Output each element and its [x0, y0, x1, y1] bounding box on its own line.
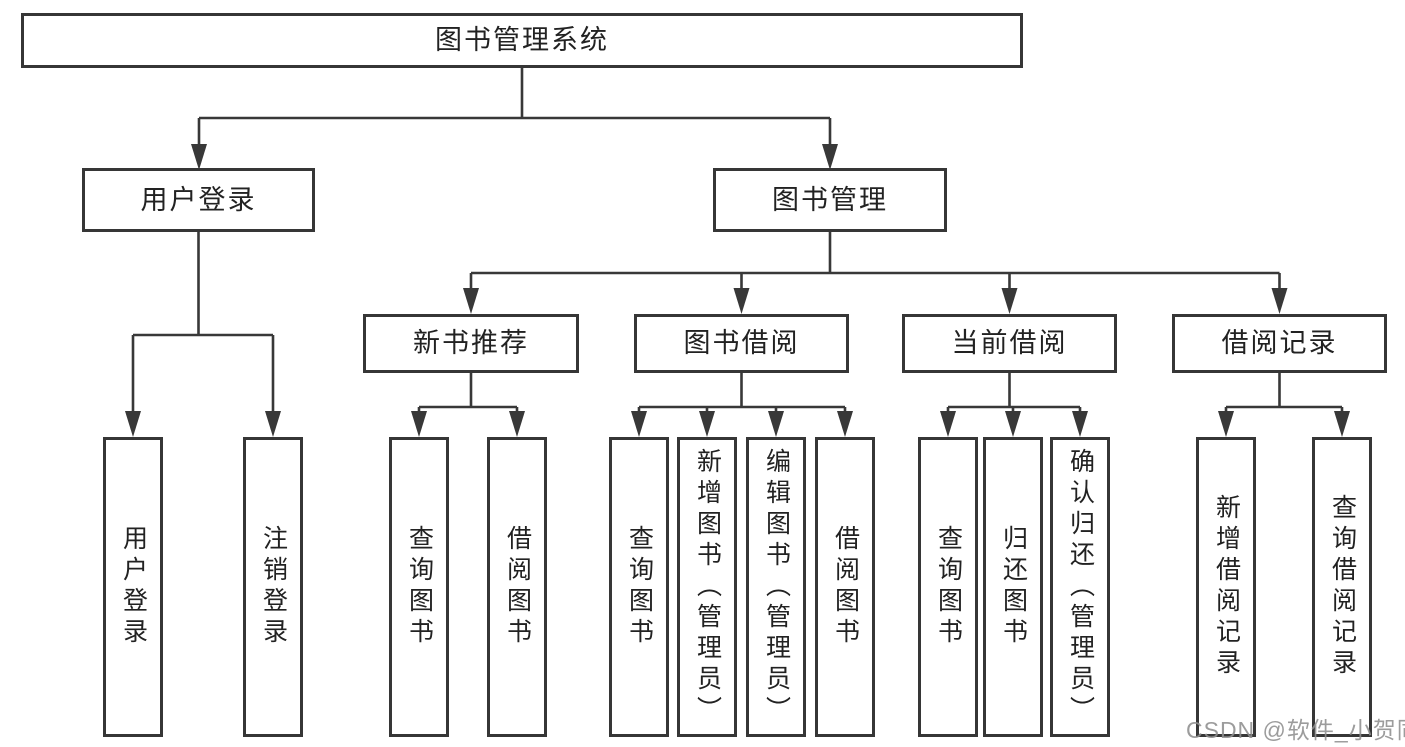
- leaf-return-books-label: 归还图书: [999, 525, 1028, 649]
- leaf-add-books-admin-label: 新增图书（管理员）: [693, 447, 722, 727]
- node-new-book-recommend: 新书推荐: [363, 314, 579, 373]
- leaf-user-login-label: 用户登录: [119, 525, 148, 649]
- node-book-borrow: 图书借阅: [634, 314, 849, 373]
- connector-book-management-children: [463, 232, 1288, 314]
- leaf-query-books-borrow-label: 查询图书: [625, 525, 654, 649]
- leaf-confirm-return-admin: 确认归还（管理员）: [1050, 437, 1110, 737]
- leaf-logout-login-label: 注销登录: [259, 525, 288, 649]
- leaf-add-books-admin: 新增图书（管理员）: [677, 437, 737, 737]
- node-root-label: 图书管理系统: [435, 25, 609, 55]
- connector-current-borrow-children: [940, 373, 1088, 437]
- node-current-borrow: 当前借阅: [902, 314, 1117, 373]
- leaf-confirm-return-admin-label: 确认归还（管理员）: [1066, 447, 1095, 727]
- connector-user-login-children: [125, 232, 281, 437]
- csdn-watermark: CSDN @软件_小贺同学: [1186, 717, 1405, 743]
- leaf-query-books-borrow: 查询图书: [609, 437, 669, 737]
- leaf-query-books-current-label: 查询图书: [934, 525, 963, 649]
- node-new-book-recommend-label: 新书推荐: [413, 328, 529, 358]
- leaf-query-books-recommend-label: 查询图书: [405, 525, 434, 649]
- leaf-add-borrow-record: 新增借阅记录: [1196, 437, 1256, 737]
- leaf-borrow-books: 借阅图书: [815, 437, 875, 737]
- leaf-query-borrow-record-label: 查询借阅记录: [1328, 494, 1357, 680]
- node-root: 图书管理系统: [21, 13, 1023, 68]
- node-borrow-records: 借阅记录: [1172, 314, 1387, 373]
- connector-root-to-level2: [191, 68, 838, 170]
- leaf-add-borrow-record-label: 新增借阅记录: [1212, 494, 1241, 680]
- leaf-borrow-books-recommend: 借阅图书: [487, 437, 547, 737]
- leaf-return-books: 归还图书: [983, 437, 1043, 737]
- leaf-user-login: 用户登录: [103, 437, 163, 737]
- leaf-borrow-books-label: 借阅图书: [831, 525, 860, 649]
- leaf-query-books-recommend: 查询图书: [389, 437, 449, 737]
- leaf-logout-login: 注销登录: [243, 437, 303, 737]
- connector-borrow-records-children: [1218, 373, 1350, 437]
- leaf-borrow-books-recommend-label: 借阅图书: [503, 525, 532, 649]
- node-book-management: 图书管理: [713, 168, 947, 232]
- connector-book-borrow-children: [631, 373, 853, 437]
- connector-new-book-recommend-children: [411, 373, 525, 437]
- node-book-borrow-label: 图书借阅: [683, 328, 800, 358]
- node-borrow-records-label: 借阅记录: [1221, 328, 1338, 358]
- leaf-query-books-current: 查询图书: [918, 437, 978, 737]
- leaf-query-borrow-record: 查询借阅记录: [1312, 437, 1372, 737]
- leaf-edit-books-admin: 编辑图书（管理员）: [746, 437, 806, 737]
- node-user-login: 用户登录: [82, 168, 315, 232]
- node-book-management-label: 图书管理: [772, 184, 888, 215]
- leaf-edit-books-admin-label: 编辑图书（管理员）: [762, 447, 791, 727]
- node-current-borrow-label: 当前借阅: [951, 328, 1068, 358]
- node-user-login-label: 用户登录: [140, 184, 257, 215]
